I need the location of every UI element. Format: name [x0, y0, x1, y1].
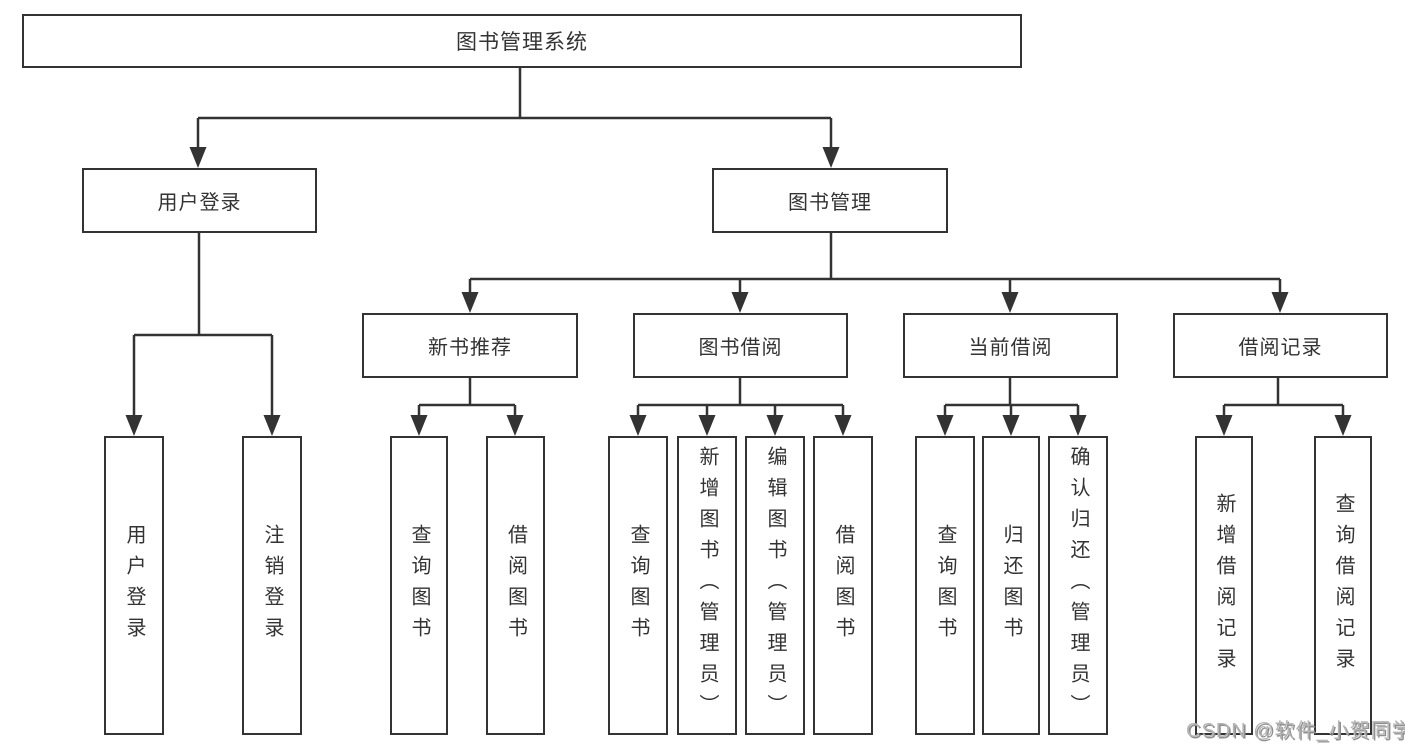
leaf-user-login-label: 用户登录: [123, 523, 145, 648]
leaf-query-books-recommend: 查询图书: [390, 436, 448, 735]
leaf-borrow-books-recommend-label: 借阅图书: [504, 523, 527, 648]
leaf-add-book-admin-label: 新增图书（管理员）: [696, 446, 718, 725]
node-new-book-recommend: 新书推荐: [362, 313, 578, 378]
leaf-query-books-current: 查询图书: [915, 436, 975, 735]
leaf-confirm-return-admin: 确认归还（管理员）: [1048, 436, 1108, 735]
leaf-add-borrow-record-label: 新增借阅记录: [1213, 492, 1235, 679]
leaf-query-books-borrowing-label: 查询图书: [627, 523, 649, 648]
connector-book-management-children: [461, 233, 1289, 313]
node-current-borrowing: 当前借阅: [903, 313, 1118, 378]
connector-user-login-children: [125, 233, 281, 436]
node-book-borrowing: 图书借阅: [633, 313, 848, 378]
leaf-return-book-label: 归还图书: [1000, 523, 1022, 648]
leaf-borrow-books-borrowing-label: 借阅图书: [832, 523, 854, 648]
connector-borrowing-records-children: [1215, 378, 1352, 436]
connector-current-borrowing-children: [936, 378, 1087, 436]
node-user-login: 用户登录: [82, 168, 317, 233]
node-book-management: 图书管理: [712, 168, 948, 233]
leaf-add-book-admin: 新增图书（管理员）: [677, 436, 737, 735]
connector-root-to-level2: [189, 68, 840, 168]
node-borrowing-records: 借阅记录: [1173, 313, 1388, 378]
leaf-borrow-books-recommend: 借阅图书: [486, 436, 545, 735]
leaf-edit-book-admin-label: 编辑图书（管理员）: [764, 446, 786, 725]
leaf-query-books-borrowing: 查询图书: [608, 436, 668, 735]
leaf-query-borrow-record: 查询借阅记录: [1314, 436, 1372, 735]
leaf-borrow-books-borrowing: 借阅图书: [813, 436, 873, 735]
leaf-user-login: 用户登录: [104, 436, 164, 735]
leaf-logout-label: 注销登录: [261, 523, 283, 648]
leaf-edit-book-admin: 编辑图书（管理员）: [745, 436, 805, 735]
leaf-add-borrow-record: 新增借阅记录: [1195, 436, 1253, 735]
csdn-watermark: CSDN @软件_小贺同学: [1186, 720, 1405, 742]
leaf-confirm-return-admin-label: 确认归还（管理员）: [1067, 446, 1089, 725]
connector-book-borrowing-children: [629, 378, 852, 436]
leaf-query-books-current-label: 查询图书: [934, 523, 956, 648]
leaf-query-books-recommend-label: 查询图书: [408, 523, 430, 648]
leaf-query-borrow-record-label: 查询借阅记录: [1332, 492, 1354, 679]
connector-new-book-recommend-children: [410, 378, 524, 436]
leaf-logout: 注销登录: [242, 436, 302, 735]
leaf-return-book: 归还图书: [982, 436, 1040, 735]
node-root: 图书管理系统: [22, 14, 1022, 68]
